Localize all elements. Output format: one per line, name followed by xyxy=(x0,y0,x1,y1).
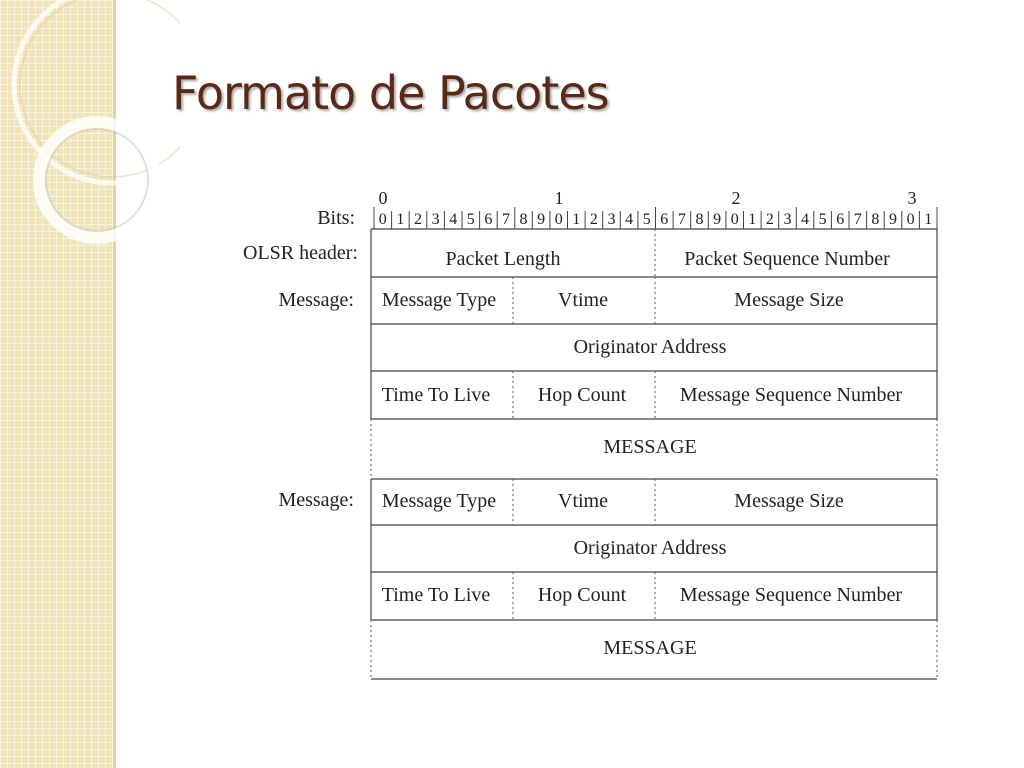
bit-digit: 1 xyxy=(924,211,932,228)
bit-digit: 3 xyxy=(608,211,616,228)
message-2-label: Message: xyxy=(278,489,354,511)
hop-count-field: Hop Count xyxy=(538,584,627,606)
bit-digit: 5 xyxy=(467,211,475,228)
message-type-field: Message Type xyxy=(382,289,496,311)
bit-digit: 9 xyxy=(713,211,721,228)
bit-digit: 9 xyxy=(537,211,545,228)
message-payload-field: MESSAGE xyxy=(603,436,696,458)
bit-digit: 3 xyxy=(432,211,440,228)
time-to-live-field: Time To Live xyxy=(382,384,491,406)
bit-digit: 6 xyxy=(660,211,668,228)
bit-digit: 3 xyxy=(784,211,792,228)
bit-digit: 6 xyxy=(484,211,492,228)
originator-address-field: Originator Address xyxy=(574,336,727,358)
bit-digit: 0 xyxy=(731,211,739,228)
time-to-live-field: Time To Live xyxy=(382,584,491,606)
bit-digit: 8 xyxy=(871,211,879,228)
message-payload-field: MESSAGE xyxy=(603,637,696,659)
bit-group-label-3: 3 xyxy=(908,188,917,208)
bit-digit: 2 xyxy=(590,211,598,228)
bit-digit: 0 xyxy=(907,211,915,228)
bit-digit: 5 xyxy=(819,211,827,228)
olsr-header-label: OLSR header: xyxy=(243,242,358,264)
bit-digit: 8 xyxy=(696,211,704,228)
message-size-field: Message Size xyxy=(734,289,844,311)
bit-digit: 2 xyxy=(766,211,774,228)
bit-digit: 2 xyxy=(414,211,422,228)
bit-digit: 4 xyxy=(625,211,633,228)
bit-digit: 9 xyxy=(889,211,897,228)
bits-label: Bits: xyxy=(317,207,355,229)
packet-length-field: Packet Length xyxy=(446,248,561,270)
vtime-field: Vtime xyxy=(558,289,608,311)
field-separators xyxy=(370,229,938,679)
bit-digit: 4 xyxy=(449,211,457,228)
packet-sequence-number-field: Packet Sequence Number xyxy=(684,248,890,270)
message-type-field: Message Type xyxy=(382,490,496,512)
packet-grid xyxy=(370,228,938,680)
bit-digit: 7 xyxy=(502,211,510,228)
bit-digit: 1 xyxy=(572,211,580,228)
bit-group-label-0: 0 xyxy=(379,188,388,208)
slide-title: Formato de Pacotes xyxy=(172,66,610,120)
message-sequence-number-field: Message Sequence Number xyxy=(680,384,902,406)
sidebar-edge xyxy=(113,0,116,768)
bit-digit: 0 xyxy=(379,211,387,228)
bit-digit: 1 xyxy=(748,211,756,228)
message-sequence-number-field: Message Sequence Number xyxy=(680,584,902,606)
bit-digit: 1 xyxy=(396,211,404,228)
bit-group-label-2: 2 xyxy=(732,188,741,208)
bit-digit: 8 xyxy=(520,211,528,228)
vtime-field: Vtime xyxy=(558,490,608,512)
originator-address-field: Originator Address xyxy=(574,537,727,559)
bit-digit: 7 xyxy=(854,211,862,228)
bit-group-label-1: 1 xyxy=(555,188,564,208)
bit-digit: 6 xyxy=(836,211,844,228)
bit-digit: 4 xyxy=(801,211,809,228)
message-1-label: Message: xyxy=(278,289,354,311)
bit-digit: 0 xyxy=(555,211,563,228)
decorative-rings xyxy=(11,0,180,244)
bit-digit: 7 xyxy=(678,211,686,228)
hop-count-field: Hop Count xyxy=(538,384,627,406)
message-size-field: Message Size xyxy=(734,490,844,512)
bit-digit: 5 xyxy=(643,211,651,228)
